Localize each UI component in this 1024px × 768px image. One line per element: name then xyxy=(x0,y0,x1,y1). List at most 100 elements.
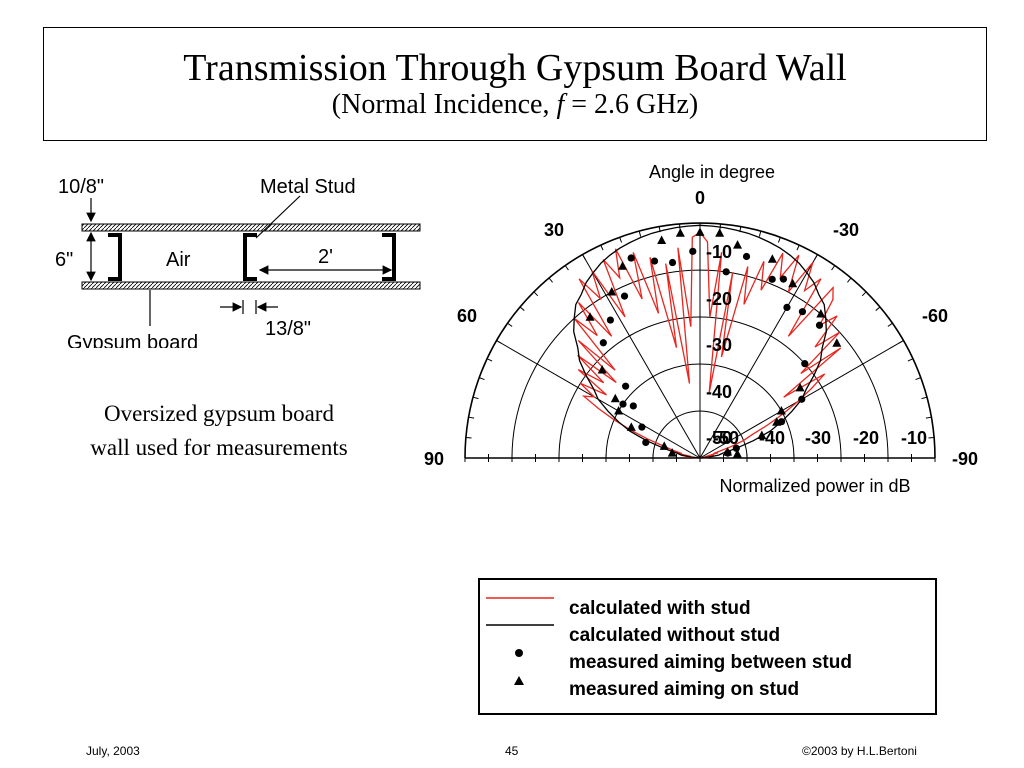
grid-spoke xyxy=(699,254,818,459)
radial-tick-50: -50 xyxy=(706,428,732,448)
radial-tick-40: -40 xyxy=(706,382,732,402)
arc-tick xyxy=(907,358,914,362)
arc-tick xyxy=(468,416,475,419)
point-between-stud xyxy=(629,402,637,410)
polar-chart: Angle in degree 0 30 -30 60 -60 90 -90 -… xyxy=(424,162,978,496)
bottom-tick-30: -30 xyxy=(805,428,831,448)
arc-tick xyxy=(814,254,818,260)
point-on-stud xyxy=(723,447,733,456)
legend: calculated with stud calculated without … xyxy=(478,578,937,715)
point-on-stud xyxy=(657,235,667,244)
footer-page-number: 45 xyxy=(505,744,519,758)
point-on-stud xyxy=(626,422,636,431)
arc-tick xyxy=(519,306,525,311)
arc-tick xyxy=(619,237,623,243)
subtitle-suffix: = 2.6 GHz) xyxy=(564,89,699,120)
point-on-stud xyxy=(695,227,705,236)
legend-triangle-marker xyxy=(514,676,524,685)
bottom-tick-10: -10 xyxy=(901,428,927,448)
arc-tick xyxy=(831,265,836,271)
polar-grid xyxy=(464,222,936,462)
arc-tick xyxy=(777,237,781,243)
point-on-stud xyxy=(757,430,767,439)
point-on-stud xyxy=(675,228,685,237)
point-on-stud xyxy=(607,287,617,296)
polar-title: Angle in degree xyxy=(649,162,775,182)
arc-tick xyxy=(875,306,881,311)
arc-tick xyxy=(758,230,762,237)
point-between-stud xyxy=(606,316,615,324)
arc-tick xyxy=(496,340,502,344)
arc-tick xyxy=(479,377,485,381)
point-between-stud xyxy=(638,423,646,431)
metal-stud-right xyxy=(382,233,396,281)
wall-diagram: 10/8" Metal Stud 6" Air 2' Gypsum board … xyxy=(55,176,421,348)
arc-tick xyxy=(533,291,539,297)
label-metal-stud: Metal Stud xyxy=(260,176,356,198)
polar-series xyxy=(573,224,842,459)
point-on-stud xyxy=(667,448,677,457)
point-on-stud xyxy=(614,406,624,415)
point-between-stud xyxy=(722,268,730,276)
arc-tick xyxy=(921,396,928,400)
angle-label-neg30: -30 xyxy=(833,220,859,240)
arc-tick xyxy=(472,396,479,400)
series-line-calculated-without-stud xyxy=(573,224,827,459)
arc-tick xyxy=(861,291,867,297)
bottom-tick-40: -40 xyxy=(759,428,785,448)
arc-tick xyxy=(898,340,904,344)
label-height: 6" xyxy=(55,249,73,271)
metal-stud-leader xyxy=(255,195,301,239)
point-between-stud xyxy=(599,339,607,347)
point-between-stud xyxy=(768,275,776,283)
label-thickness: 10/8" xyxy=(58,176,104,198)
point-on-stud xyxy=(732,449,742,458)
legend-label-2: measured aiming between stud xyxy=(569,652,852,673)
point-between-stud xyxy=(798,395,806,403)
slide-title: Transmission Through Gypsum Board Wall xyxy=(183,47,847,89)
point-on-stud xyxy=(816,308,826,318)
subtitle-variable: f xyxy=(556,89,565,120)
grid-spoke xyxy=(582,254,701,459)
angle-label-neg60: -60 xyxy=(922,306,948,326)
point-on-stud xyxy=(788,278,798,288)
point-between-stud xyxy=(815,321,824,329)
radial-tick-10: -10 xyxy=(706,242,732,262)
point-between-stud xyxy=(798,308,807,316)
angle-label-30: 30 xyxy=(544,220,564,240)
arc-tick xyxy=(507,322,513,327)
gypsum-board-bottom xyxy=(81,281,421,290)
angle-label-90: 90 xyxy=(424,449,444,469)
label-air: Air xyxy=(166,249,191,271)
point-on-stud xyxy=(585,312,595,321)
angle-label-neg90: -90 xyxy=(952,449,978,469)
radial-tick-20: -20 xyxy=(706,289,732,309)
legend-label-0: calculated with stud xyxy=(569,598,751,619)
bottom-tick-20: -20 xyxy=(853,428,879,448)
arc-tick xyxy=(638,230,642,237)
footer-date: July, 2003 xyxy=(86,744,140,758)
point-between-stud xyxy=(642,438,650,447)
arc-tick xyxy=(915,377,921,381)
point-between-stud xyxy=(622,382,630,390)
legend-circle-marker xyxy=(515,649,523,657)
point-between-stud xyxy=(619,400,627,408)
arc-tick xyxy=(564,265,569,271)
point-between-stud xyxy=(650,257,659,265)
legend-box xyxy=(478,578,937,715)
point-on-stud xyxy=(597,364,607,374)
arc-tick xyxy=(887,322,893,327)
radial-axis-label: Normalized power in dB xyxy=(719,476,910,496)
arc-tick xyxy=(600,244,604,251)
caption: Oversized gypsum board wall used for mea… xyxy=(90,401,348,460)
point-on-stud xyxy=(618,261,628,270)
point-on-stud xyxy=(715,228,725,237)
point-on-stud xyxy=(776,406,786,415)
metal-stud-middle xyxy=(243,233,257,281)
label-spacing: 2' xyxy=(318,246,333,268)
label-gypsum-board: Gypsum board xyxy=(67,332,198,348)
point-between-stud xyxy=(783,303,791,311)
point-between-stud xyxy=(732,444,740,452)
point-between-stud xyxy=(779,275,788,283)
arc-tick xyxy=(847,277,852,283)
